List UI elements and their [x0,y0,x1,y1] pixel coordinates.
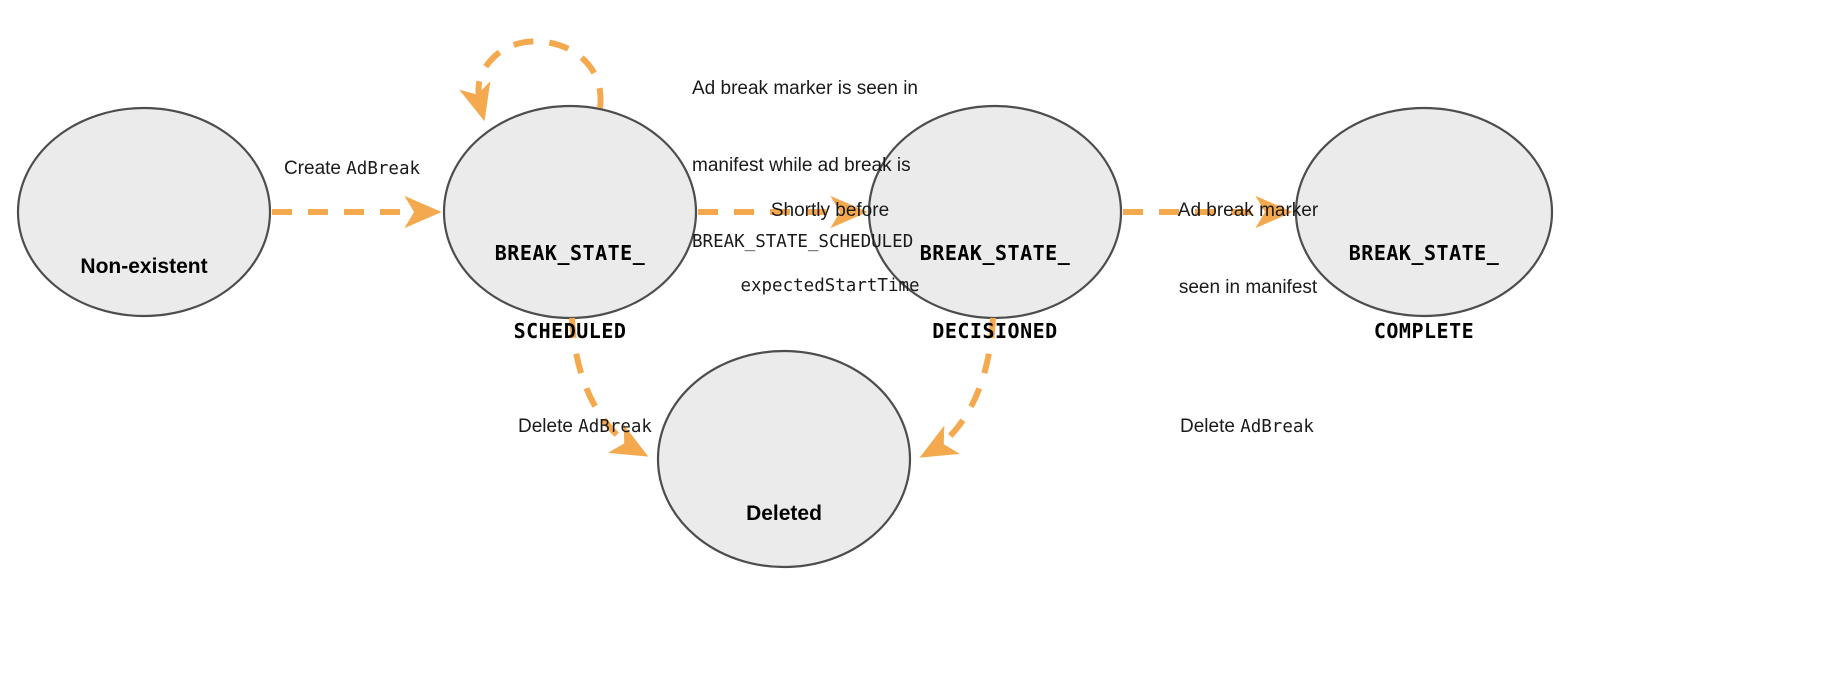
edge-label-decisioned-to-complete: Ad break marker seen in manifest [1118,146,1378,353]
edge-label-text: Delete [1180,416,1241,437]
edge-label-line: Ad break marker is seen in [692,77,918,99]
node-break-state-decisioned [867,104,1123,320]
edge-label-text: Create [283,158,347,179]
edge-label-scheduled-to-decisioned: Shortly before expectedStartTime [700,146,960,351]
edge-label-code: AdBreak [578,417,652,437]
edge-decisioned-to-deleted [919,317,996,458]
node-non-existent [16,106,272,318]
edge-label-text: Delete [518,416,579,437]
edge-label-code: AdBreak [1240,417,1314,437]
edge-label-create-adbreak: Create AdBreak [272,156,432,182]
edge-label-scheduled-to-deleted: Delete AdBreak [518,414,718,440]
node-deleted [656,349,912,569]
edge-label-code: expectedStartTime [740,276,920,297]
edge-label-code: BREAK_STATE_SCHEDULED [692,231,914,252]
edge-label-line: Ad break marker [1177,199,1319,221]
node-break-state-scheduled [442,104,698,320]
edge-scheduled-to-deleted [569,317,649,457]
edge-label-line: manifest while ad break is [692,155,911,177]
edge-label-code: AdBreak [346,159,421,179]
edge-label-decisioned-to-deleted: Delete AdBreak [1180,414,1380,440]
edge-label-self-loop-scheduled: Ad break marker is seen in manifest whil… [692,24,1022,306]
edge-label-line: seen in manifest [1178,277,1318,299]
node-break-state-complete [1294,106,1554,318]
edge-self-loop-scheduled [459,38,604,122]
edge-label-line: Shortly before [770,199,890,221]
